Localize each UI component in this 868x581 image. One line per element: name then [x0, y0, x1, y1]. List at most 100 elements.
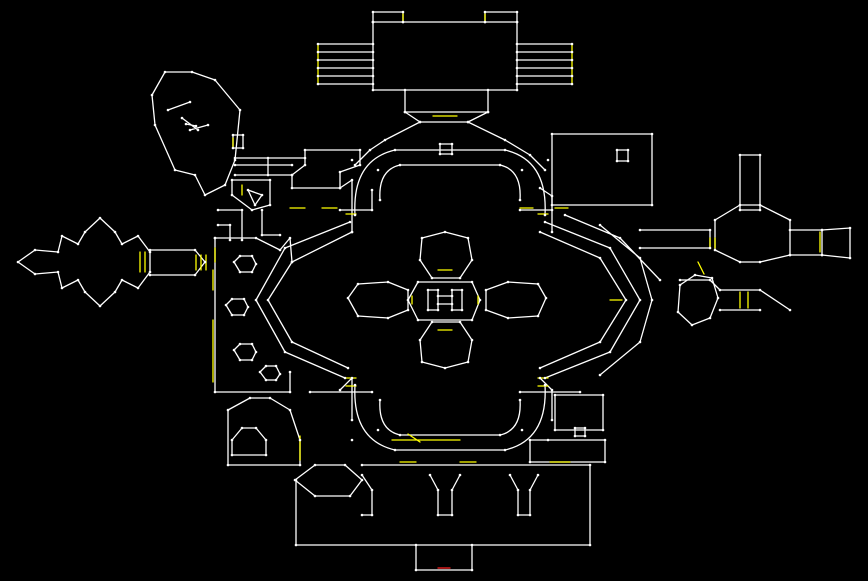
map-vertex: [788, 228, 792, 232]
south-doors: [299, 433, 571, 463]
map-vertex: [120, 278, 124, 282]
map-vertex: [230, 178, 234, 182]
map-vertex: [338, 388, 342, 392]
map-vertex: [233, 173, 237, 177]
map-vertex: [486, 110, 490, 114]
map-vertex: [206, 123, 210, 127]
map-vertex: [713, 248, 717, 252]
map-vertex: [338, 170, 342, 174]
map-vertex: [450, 152, 454, 156]
map-vertex: [290, 163, 294, 167]
map-vertex: [250, 342, 254, 346]
map-vertex: [226, 463, 230, 467]
map-vertex: [148, 273, 152, 277]
map-vertex: [470, 543, 474, 547]
map-vertex: [638, 246, 642, 250]
map-vertex: [570, 74, 574, 78]
map-vertex: [538, 186, 542, 190]
map-vertex: [538, 366, 542, 370]
map-vertex: [238, 358, 242, 362]
map-vertex: [290, 173, 294, 177]
map-vertex: [436, 488, 440, 492]
map-vertex: [288, 236, 292, 240]
south-pocket-3: [509, 474, 539, 516]
north-hall: [404, 89, 489, 123]
map-vertex: [550, 418, 554, 422]
map-vertex: [470, 318, 474, 322]
map-vertex: [360, 463, 364, 467]
map-vertex: [515, 88, 519, 92]
map-vertex: [543, 213, 547, 217]
map-vertex: [358, 148, 362, 152]
map-vertex: [350, 178, 354, 182]
cross-doors: [411, 269, 479, 331]
map-vertex: [506, 316, 510, 320]
west-stairs: [139, 251, 207, 273]
map-vertex: [188, 128, 192, 132]
map-vertex: [173, 168, 177, 172]
map-vertex: [283, 246, 287, 250]
map-vertex: [83, 290, 87, 294]
map-vertex: [598, 373, 602, 377]
courtyard-inner-wall-2: [354, 149, 546, 451]
map-vertex: [303, 148, 307, 152]
courtyard-inner-wall: [379, 164, 521, 436]
solid-walls: [17, 11, 851, 571]
map-vertex: [316, 82, 320, 86]
map-vertex: [360, 473, 364, 477]
map-vertex: [570, 66, 574, 70]
map-vertex: [788, 308, 792, 312]
map-vertex: [248, 396, 252, 400]
map-vertex: [356, 282, 360, 286]
map-vertex: [163, 70, 167, 74]
map-vertex: [338, 208, 342, 212]
map-vertex: [553, 393, 557, 397]
map-vertex: [193, 273, 197, 277]
map-vertex: [418, 258, 422, 262]
map-vertex: [428, 473, 432, 477]
map-vertex: [371, 58, 375, 62]
south-exit-room: [415, 544, 473, 571]
map-vertex: [588, 543, 592, 547]
map-vertex: [638, 298, 642, 302]
map-vertex: [470, 280, 474, 284]
north-building-arms: [317, 43, 573, 85]
map-vertex: [196, 128, 200, 132]
map-vertex: [588, 463, 592, 467]
map-vertex: [203, 193, 207, 197]
map-vertex: [76, 242, 80, 246]
map-vertex: [608, 350, 612, 354]
map-vertex: [266, 156, 270, 160]
map-vertex: [254, 426, 258, 430]
west-star-room: [17, 217, 151, 307]
map-vertex: [515, 10, 519, 14]
map-vertex: [450, 302, 454, 306]
nw-passage: [234, 157, 306, 176]
map-vertex: [241, 146, 245, 150]
map-vertex: [758, 288, 762, 292]
map-vertex: [678, 283, 682, 287]
map-vertex: [528, 460, 532, 464]
map-vertex: [358, 163, 362, 167]
map-vertex: [290, 340, 294, 344]
map-vertex: [230, 453, 234, 457]
map-vertex: [624, 298, 628, 302]
map-vertex: [278, 248, 282, 252]
map-vertex: [230, 193, 234, 197]
map-vertex: [313, 494, 317, 498]
map-vertex: [241, 133, 245, 137]
map-vertex: [376, 428, 380, 432]
map-vertex: [290, 186, 294, 190]
map-vertex: [242, 297, 246, 301]
nw-doors: [232, 137, 338, 209]
map-vertex: [213, 390, 217, 394]
map-vertex: [228, 223, 232, 227]
map-vertex: [254, 262, 258, 266]
map-vertex: [166, 108, 170, 112]
map-vertex: [370, 488, 374, 492]
map-vertex: [520, 428, 524, 432]
map-vertex: [550, 230, 554, 234]
map-vertex: [550, 203, 554, 207]
map-vertex: [658, 278, 662, 282]
